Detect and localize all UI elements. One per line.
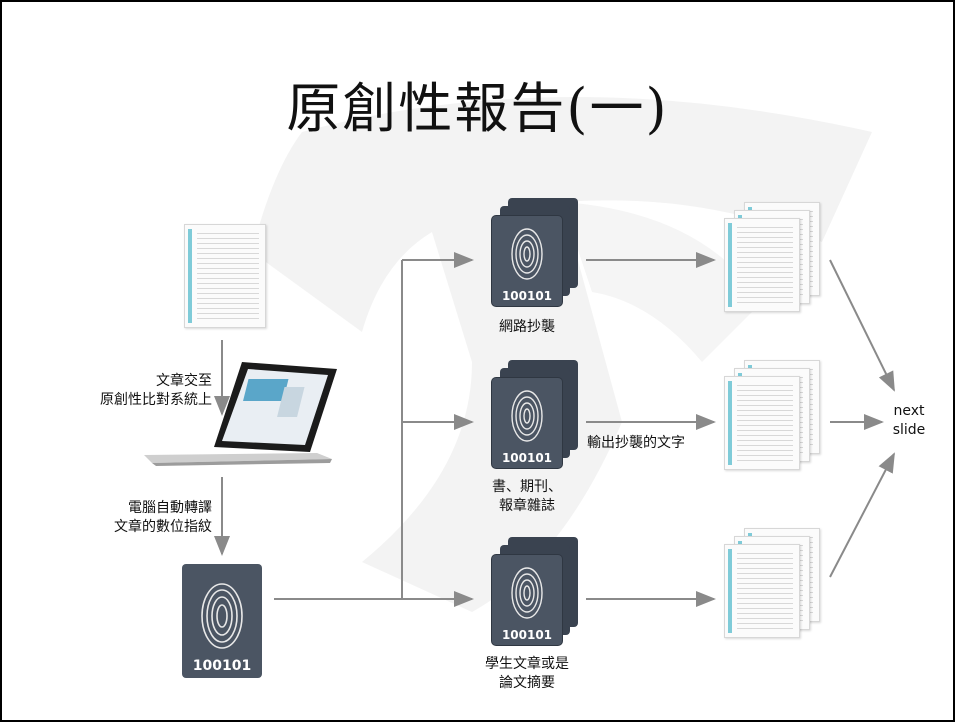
- source-web-label: 網路抄襲: [499, 319, 555, 335]
- document-icon: [724, 544, 800, 638]
- laptop-icon: [144, 362, 337, 466]
- slide-title: 原創性報告(一): [286, 77, 669, 140]
- fingerprint-icon: [511, 228, 543, 280]
- document-icon: [184, 224, 266, 328]
- fingerprint-icon: [201, 583, 243, 649]
- source-students-label: 學生文章或是 論文摘要: [485, 656, 569, 691]
- document-icon: [724, 218, 800, 312]
- fingerprint-label: 電腦自動轉譯 文章的數位指紋: [114, 500, 212, 535]
- source-books-label: 書、期刊、 報章雜誌: [492, 479, 562, 514]
- fingerprint-card-main: 100101: [182, 564, 262, 678]
- next-slide-label: next slide: [892, 403, 926, 438]
- fingerprint-icon: [511, 567, 543, 619]
- submit-label: 文章交至 原創性比對系統上: [100, 373, 212, 408]
- output-label: 輸出抄襲的文字: [587, 435, 685, 451]
- fingerprint-card-web: 100101: [492, 216, 562, 306]
- fingerprint-card-students: 100101: [492, 555, 562, 645]
- document-icon: [724, 376, 800, 470]
- fingerprint-card-books: 100101: [492, 378, 562, 468]
- fingerprint-icon: [511, 390, 543, 442]
